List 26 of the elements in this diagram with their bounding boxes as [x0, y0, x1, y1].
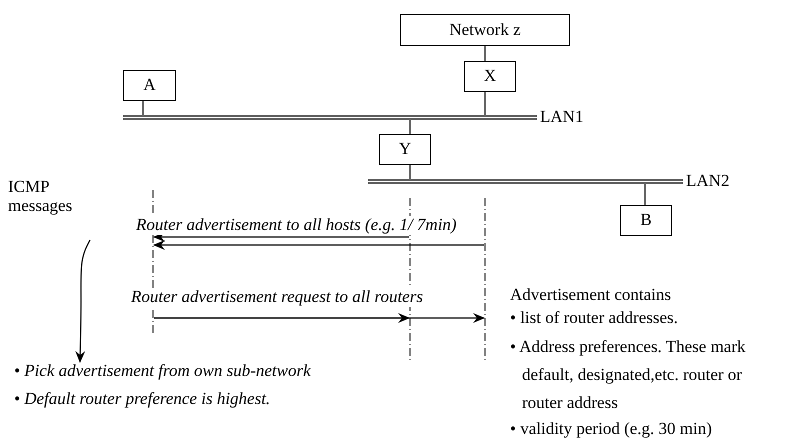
connector-line [484, 92, 486, 115]
connector-line [409, 165, 411, 179]
arrow [75, 240, 91, 363]
connector-line [484, 46, 486, 61]
list-item: • validity period (e.g. 30 min) [510, 419, 712, 439]
arrow [153, 232, 409, 242]
note-text: • Pick advertisement from own sub-network [14, 362, 312, 381]
list-item: • Address preferences. These mark default, designated,etc. router or router address [510, 336, 747, 414]
edge-label: Router advertisement request to all routers [130, 288, 424, 307]
message-type-label: ICMP messages [8, 178, 74, 216]
host-box: Network z [400, 14, 570, 46]
note-heading: Advertisement contains [510, 285, 671, 305]
connector-line [142, 101, 144, 115]
network-label: LAN1 [540, 107, 584, 127]
arrow [153, 240, 484, 250]
host-box: B [620, 205, 672, 236]
host-box: A [123, 70, 176, 101]
connector-line [409, 120, 411, 134]
host-box: Y [379, 134, 431, 165]
edge-label: Router advertisement to all hosts (e.g. 1/ 7min) [135, 216, 458, 235]
network-label: LAN2 [686, 171, 730, 191]
note-text: • Default router preference is highest. [14, 390, 272, 408]
host-box: X [464, 61, 516, 92]
list-item: • list of router addresses. [510, 308, 678, 328]
connector-line [644, 184, 646, 205]
arrow [154, 313, 485, 323]
